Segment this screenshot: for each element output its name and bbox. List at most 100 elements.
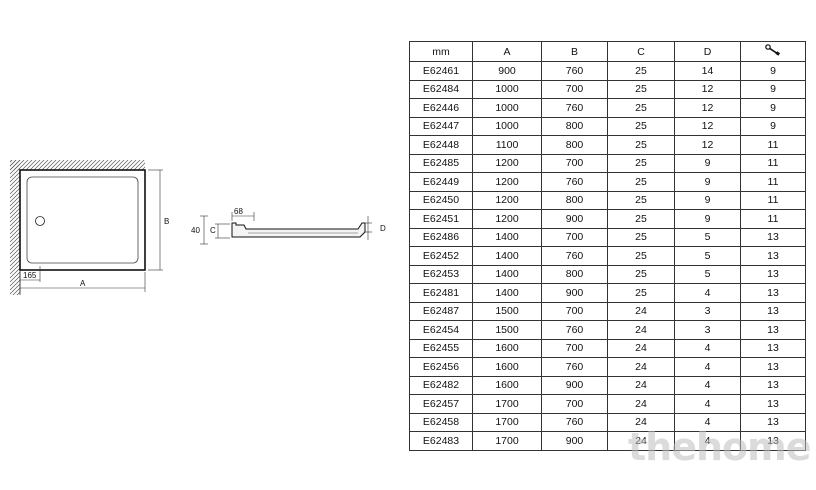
header-d: D [674, 41, 741, 62]
table-cell: 25 [607, 116, 675, 136]
table-cell: 24 [607, 301, 675, 321]
table-cell: 700 [541, 153, 608, 173]
table-cell: 1200 [472, 153, 542, 173]
table-cell: 13 [740, 357, 806, 377]
table-cell: 760 [541, 412, 608, 432]
table-cell: 13 [740, 246, 806, 266]
table-cell: 800 [541, 116, 608, 136]
table-cell: 25 [607, 135, 675, 155]
table-cell: 900 [541, 431, 608, 451]
table-cell: 9 [740, 61, 806, 81]
label-40: 40 [191, 226, 200, 235]
label-68: 68 [234, 207, 243, 216]
model-code-cell: E62450 [409, 190, 473, 210]
table-cell: 3 [674, 301, 741, 321]
table-cell: 9 [740, 79, 806, 99]
table-cell: 14 [674, 61, 741, 81]
table-cell: 13 [740, 227, 806, 247]
table-cell: 5 [674, 264, 741, 284]
table-cell: 4 [674, 394, 741, 414]
dimension-d: D [364, 216, 386, 240]
model-code-cell: E62481 [409, 283, 473, 303]
table-cell: 800 [541, 135, 608, 155]
table-cell: 700 [541, 79, 608, 99]
header-wrench [740, 41, 806, 62]
table-cell: 1500 [472, 301, 542, 321]
model-code-cell: E62483 [409, 431, 473, 451]
table-cell: 800 [541, 264, 608, 284]
table-cell: 1600 [472, 338, 542, 358]
model-code-cell: E62456 [409, 357, 473, 377]
table-cell: 1600 [472, 357, 542, 377]
header-c: C [607, 41, 675, 62]
table-cell: 11 [740, 190, 806, 210]
dimension-a: A 165 [19, 266, 146, 292]
table-cell: 1000 [472, 116, 542, 136]
table-cell: 25 [607, 283, 675, 303]
table-cell: 11 [740, 135, 806, 155]
table-cell: 25 [607, 172, 675, 192]
table-cell: 25 [607, 190, 675, 210]
model-code-cell: E62451 [409, 209, 473, 229]
watermark: thehome [628, 425, 812, 469]
table-cell: 5 [674, 227, 741, 247]
drain-circle [35, 216, 45, 226]
table-cell: 13 [740, 264, 806, 284]
table-cell: 9 [674, 172, 741, 192]
table-cell: 760 [541, 61, 608, 81]
label-a: A [80, 279, 86, 288]
table-cell: 25 [607, 227, 675, 247]
table-cell: 4 [674, 338, 741, 358]
table-cell: 13 [740, 431, 806, 451]
table-cell: 11 [740, 153, 806, 173]
table-cell: 25 [607, 209, 675, 229]
table-cell: 1700 [472, 394, 542, 414]
table-cell: 12 [674, 135, 741, 155]
model-code-cell: E62458 [409, 412, 473, 432]
table-cell: 4 [674, 375, 741, 395]
model-code-cell: E62484 [409, 79, 473, 99]
technical-drawing: B A 165 68 40 C D [10, 160, 386, 295]
table-cell: 12 [674, 79, 741, 99]
model-code-cell: E62452 [409, 246, 473, 266]
label-165: 165 [23, 271, 37, 280]
table-cell: 900 [472, 61, 542, 81]
table-cell: 1400 [472, 283, 542, 303]
wrench-icon [765, 44, 781, 56]
table-header-row: mm A B C D [409, 41, 806, 62]
table-cell: 13 [740, 320, 806, 340]
model-code-cell: E62485 [409, 153, 473, 173]
table-cell: 1700 [472, 431, 542, 451]
table-cell: 9 [674, 153, 741, 173]
model-code-cell: E62446 [409, 98, 473, 118]
table-cell: 25 [607, 264, 675, 284]
table-cell: 1000 [472, 79, 542, 99]
model-code-cell: E62447 [409, 116, 473, 136]
model-code-cell: E62457 [409, 394, 473, 414]
table-cell: 24 [607, 320, 675, 340]
model-code-cell: E62461 [409, 61, 473, 81]
table-cell: 760 [541, 320, 608, 340]
table-cell: 13 [740, 394, 806, 414]
table-cell: 1200 [472, 190, 542, 210]
label-b: B [164, 217, 169, 226]
table-cell: 24 [607, 338, 675, 358]
model-code-cell: E62454 [409, 320, 473, 340]
table-cell: 13 [740, 301, 806, 321]
table-cell: 25 [607, 98, 675, 118]
table-cell: 9 [740, 98, 806, 118]
table-cell: 760 [541, 357, 608, 377]
